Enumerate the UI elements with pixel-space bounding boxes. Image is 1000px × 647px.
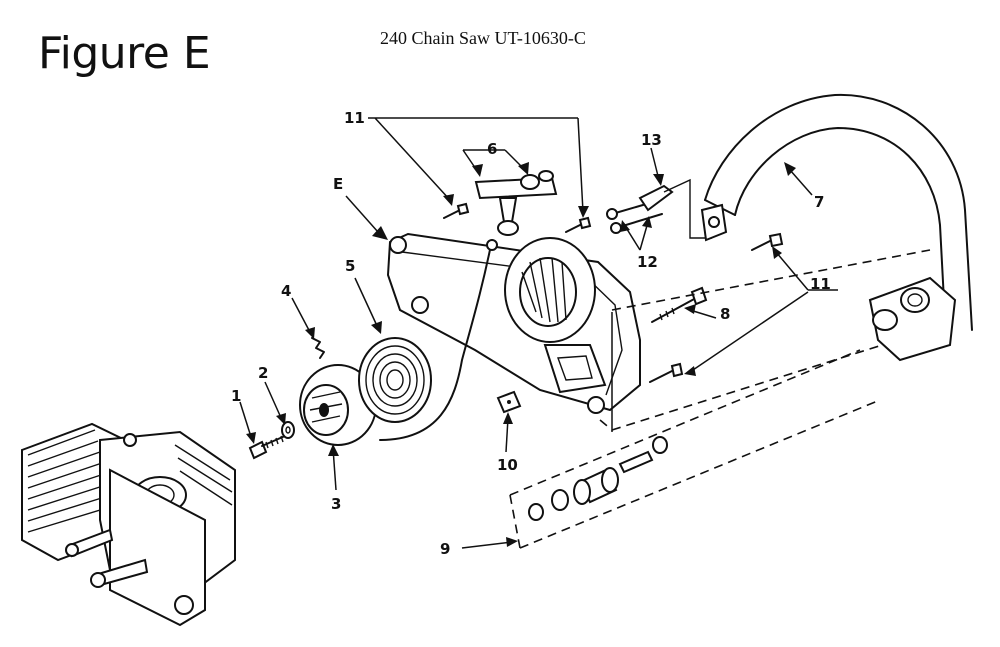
engine-assembly: [21, 422, 236, 627]
callout-6: 6: [487, 140, 498, 158]
part-9-sprocket-assembly: [528, 436, 668, 521]
callout-1: 1: [231, 387, 242, 405]
callout-3: 3: [331, 495, 342, 513]
part-4-spring: [311, 337, 325, 359]
part-7-front-handle: [700, 93, 973, 331]
callout-5: 5: [345, 257, 356, 275]
callout-2: 2: [258, 364, 269, 382]
part-11-screw-left: [443, 202, 470, 219]
callout-9: 9: [440, 540, 451, 558]
callout-e: E: [333, 175, 344, 193]
part-6-starter-handle: [474, 170, 558, 236]
diagram-title: 240 Chain Saw UT-10630-C: [380, 28, 586, 48]
callout-8: 8: [720, 305, 731, 323]
callout-12: 12: [637, 253, 658, 271]
part-13-bracket: [638, 178, 712, 239]
part-11-screw-low: [649, 362, 684, 383]
callout-10: 10: [497, 456, 518, 474]
part-10-plate: [496, 390, 522, 414]
fan-housing: [379, 232, 641, 441]
callout-7: 7: [814, 193, 825, 211]
side-cover: [509, 249, 957, 549]
callout-11-right: 11: [810, 275, 831, 293]
callout-4: 4: [281, 282, 292, 300]
part-11-screw-right: [565, 216, 592, 233]
part-5-recoil-spring: [358, 337, 432, 423]
part-8-long-screw: [651, 286, 708, 323]
callout-11-top: 11: [344, 109, 365, 127]
part-2-washer: [281, 421, 295, 439]
callout-13: 13: [641, 131, 662, 149]
part-1-bolt: [248, 435, 286, 460]
part-11-screw-mid: [751, 232, 784, 251]
figure-label: Figure E: [38, 28, 211, 79]
